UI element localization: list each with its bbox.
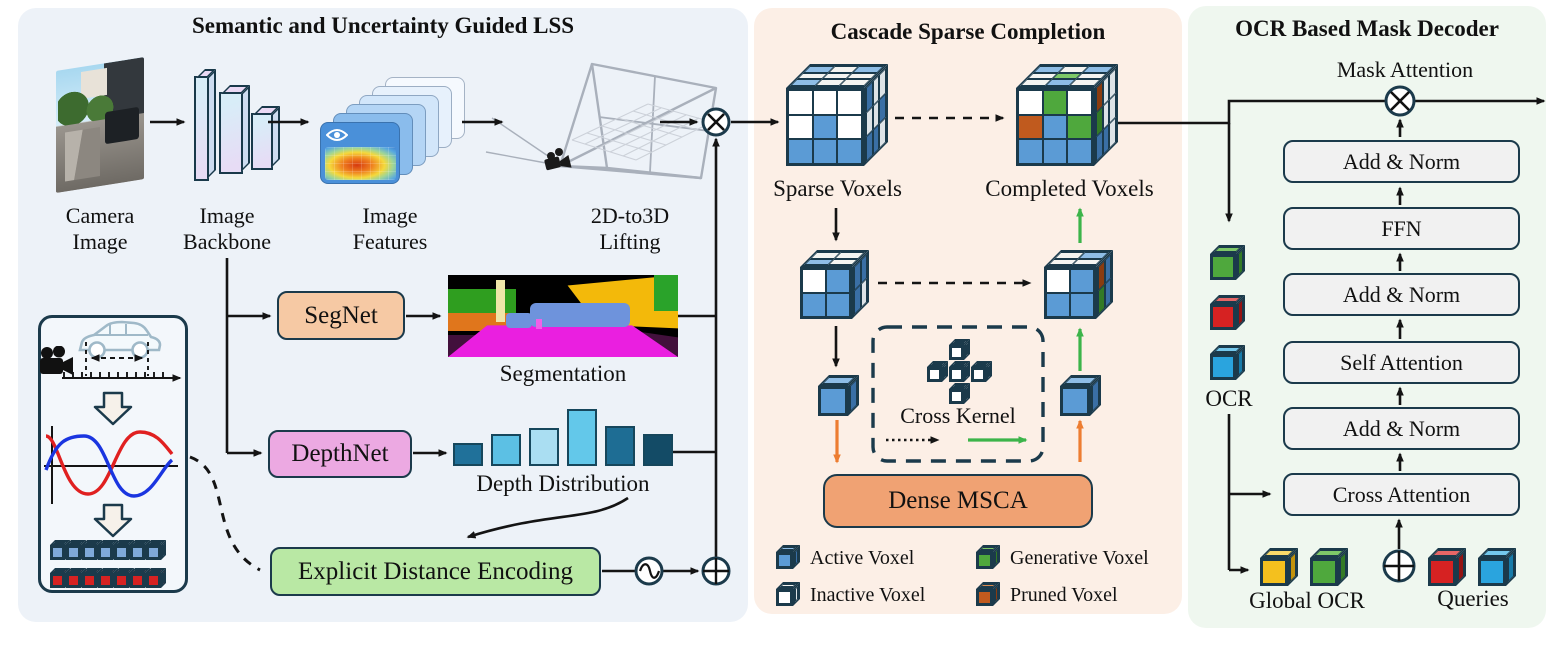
legend-generative-label: Generative Voxel [1010, 547, 1149, 569]
depthnet-label: DepthNet [291, 440, 389, 467]
cross-kernel-cube [949, 383, 970, 404]
block-add-norm-2: Add & Norm [1283, 273, 1520, 316]
queries-label: Queries [1437, 586, 1509, 611]
block-label: Add & Norm [1342, 148, 1461, 174]
block-label: Cross Attention [1332, 481, 1471, 507]
video-camera-icon [40, 346, 73, 375]
query-cube-red [1428, 548, 1466, 586]
lifting-label: 2D-to3D Lifting [590, 203, 670, 254]
eye-icon [326, 129, 348, 141]
sparse-voxels-cube [786, 64, 888, 166]
cross-kernel-label: Cross Kernel [900, 403, 1016, 428]
block-label: Add & Norm [1342, 415, 1461, 441]
block-add-norm-1: Add & Norm [1283, 140, 1520, 183]
stage2-input-cube [800, 250, 869, 319]
image-features-label: Image Features [352, 203, 428, 254]
camera-image [56, 57, 144, 193]
block-label: FFN [1381, 215, 1422, 241]
camera-image-label: Camera Image [65, 203, 135, 254]
segmentation-label: Segmentation [499, 361, 627, 386]
ocr-cube-red [1210, 295, 1245, 330]
segmentation-image [448, 275, 678, 357]
depth-distribution-label: Depth Distribution [476, 471, 650, 496]
cascade-title: Cascade Sparse Completion [830, 19, 1106, 44]
legend-pruned-label: Pruned Voxel [1010, 584, 1118, 606]
mask-attention-label: Mask Attention [1336, 57, 1474, 82]
block-add-norm-3: Add & Norm [1283, 407, 1520, 450]
car-icon [78, 320, 162, 359]
block-label: Add & Norm [1342, 281, 1461, 307]
ocr-cube-green [1210, 245, 1245, 280]
backbone-slab-3 [251, 106, 280, 170]
sparse-voxels-label: Sparse Voxels [773, 176, 902, 201]
backbone-slab-1 [194, 69, 216, 181]
block-ffn: FFN [1283, 207, 1520, 250]
decoder-title: OCR Based Mask Decoder [1235, 16, 1499, 41]
active-voxel-cube [818, 375, 859, 416]
cross-kernel-cube [971, 361, 992, 382]
block-cross-attention: Cross Attention [1283, 473, 1520, 516]
legend-inactive-label: Inactive Voxel [810, 584, 926, 606]
global-ocr-label: Global OCR [1249, 588, 1365, 613]
completed-voxels-cube [1016, 64, 1118, 166]
ocr-cube-blue [1210, 345, 1245, 380]
global-ocr-cube-yellow [1260, 548, 1298, 586]
lss-title: Semantic and Uncertainty Guided LSS [191, 13, 575, 38]
completed-voxels-label: Completed Voxels [985, 176, 1154, 201]
query-cube-blue [1478, 548, 1516, 586]
depth-distribution-bars [453, 409, 673, 466]
feature-map-front [320, 122, 400, 184]
block-label: Self Attention [1340, 349, 1463, 375]
backbone-slab-2 [219, 85, 250, 174]
cross-kernel-cube [949, 361, 970, 382]
legend-active-cube [776, 545, 800, 569]
segnet-label: SegNet [304, 301, 378, 329]
cross-kernel-cube [927, 361, 948, 382]
depthnet-box: DepthNet [268, 430, 412, 478]
image-backbone-label: Image Backbone [183, 203, 271, 254]
dense-msca-label: Dense MSCA [888, 487, 1028, 514]
ede-label: Explicit Distance Encoding [298, 557, 573, 585]
segnet-box: SegNet [277, 291, 405, 340]
legend-generative-cube [976, 545, 1000, 569]
stage2-output-cube [1044, 250, 1113, 319]
legend-active-label: Active Voxel [810, 547, 915, 569]
explicit-distance-encoding-box: Explicit Distance Encoding [270, 547, 601, 596]
block-self-attention: Self Attention [1283, 341, 1520, 384]
cross-kernel-cube [949, 339, 970, 360]
ocr-label: OCR [1205, 386, 1253, 411]
dense-msca-box: Dense MSCA [823, 474, 1093, 528]
active-voxel-cube [1060, 375, 1101, 416]
legend-pruned-cube [976, 582, 1000, 606]
uncertainty-heatmap [325, 147, 396, 180]
global-ocr-cube-green [1310, 548, 1348, 586]
legend-inactive-cube [776, 582, 800, 606]
